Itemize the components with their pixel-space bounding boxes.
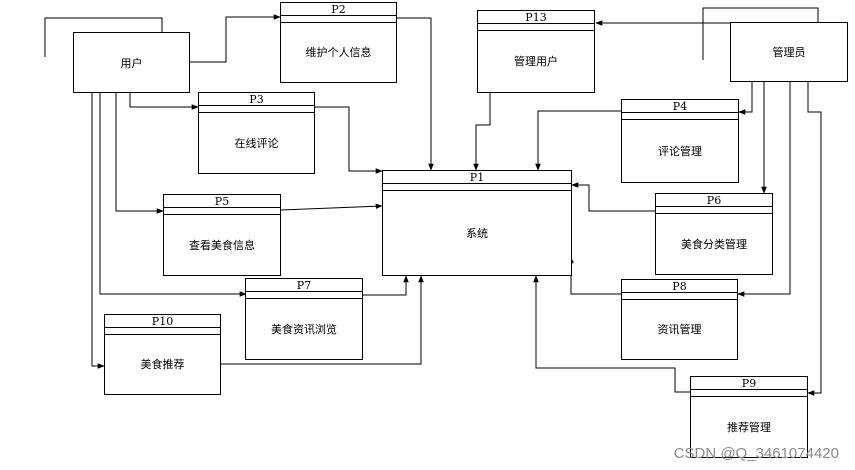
flow-user-to-p3 <box>129 93 199 110</box>
user-entity-decoration <box>44 17 163 57</box>
process-p2-name: 维护个人信息 <box>305 46 372 59</box>
process-p10: P10 美食推荐 <box>104 314 221 395</box>
process-p4-id: P4 <box>672 100 688 113</box>
flow-user-to-p5 <box>115 93 164 214</box>
process-p10-id: P10 <box>151 315 174 328</box>
process-p6-name: 美食分类管理 <box>681 237 747 251</box>
process-p3-name: 在线评论 <box>234 136 279 150</box>
flow-p5-to-p1 <box>280 203 383 211</box>
process-p6-id: P6 <box>706 194 722 207</box>
process-p7-name: 美食资讯浏览 <box>271 322 337 336</box>
flow-p7-to-p1 <box>363 275 409 296</box>
admin-entity-decoration <box>702 7 819 60</box>
process-p5-id: P5 <box>214 195 230 208</box>
entity-admin: 管理员 <box>730 22 848 82</box>
flow-p8-to-p1 <box>568 256 621 295</box>
process-p1: P1 系统 <box>382 170 572 276</box>
flow-p2-to-p1 <box>397 17 434 171</box>
process-p5-name: 查看美食信息 <box>189 238 255 252</box>
process-p2-id: P2 <box>331 3 346 16</box>
flow-admin-to-p4 <box>738 82 753 115</box>
flow-p10-to-p1 <box>221 275 424 365</box>
watermark: CSDN @Q_3461074420 <box>673 445 839 462</box>
flow-admin-to-p8 <box>737 82 791 297</box>
process-p8: P8 资讯管理 <box>621 279 738 360</box>
process-p2: P2 维护个人信息 <box>280 2 397 83</box>
process-p9: P9 推荐管理 <box>690 376 808 458</box>
flow-user-to-p7 <box>99 93 247 297</box>
process-p6: P6 美食分类管理 <box>655 193 773 275</box>
flow-p13-to-p1 <box>473 93 491 171</box>
flow-p4-to-p1 <box>535 110 621 171</box>
flow-p3-to-p1 <box>314 106 383 174</box>
process-p7: P7 美食资讯浏览 <box>245 278 363 360</box>
flow-user-to-p2 <box>190 14 281 63</box>
process-p5: P5 查看美食信息 <box>163 194 281 276</box>
process-p8-id: P8 <box>672 280 687 293</box>
process-p4-name: 评论管理 <box>658 144 702 158</box>
process-p9-name: 推荐管理 <box>727 420 771 434</box>
process-p13-name: 管理用户 <box>514 55 558 68</box>
process-p10-name: 美食推荐 <box>140 358 185 371</box>
process-p4: P4 评论管理 <box>621 99 739 183</box>
process-p13: P13 管理用户 <box>477 10 595 93</box>
flow-admin-to-p9 <box>807 82 822 396</box>
flow-p9-to-p1 <box>533 275 690 393</box>
process-p1-id: P1 <box>469 171 485 184</box>
process-p9-id: P9 <box>741 377 757 390</box>
process-p1-name: 系统 <box>466 226 488 240</box>
process-p7-id: P7 <box>296 279 312 292</box>
process-p13-id: P13 <box>525 11 547 24</box>
process-p3: P3 在线评论 <box>198 92 315 174</box>
flow-p6-to-p1 <box>571 182 655 212</box>
entity-admin-label: 管理员 <box>772 46 806 59</box>
process-p8-name: 资讯管理 <box>657 323 702 336</box>
flow-user-to-p10 <box>91 93 105 369</box>
entity-user: 用户 <box>73 32 190 93</box>
entity-user-label: 用户 <box>120 56 143 70</box>
process-p3-id: P3 <box>249 93 264 106</box>
